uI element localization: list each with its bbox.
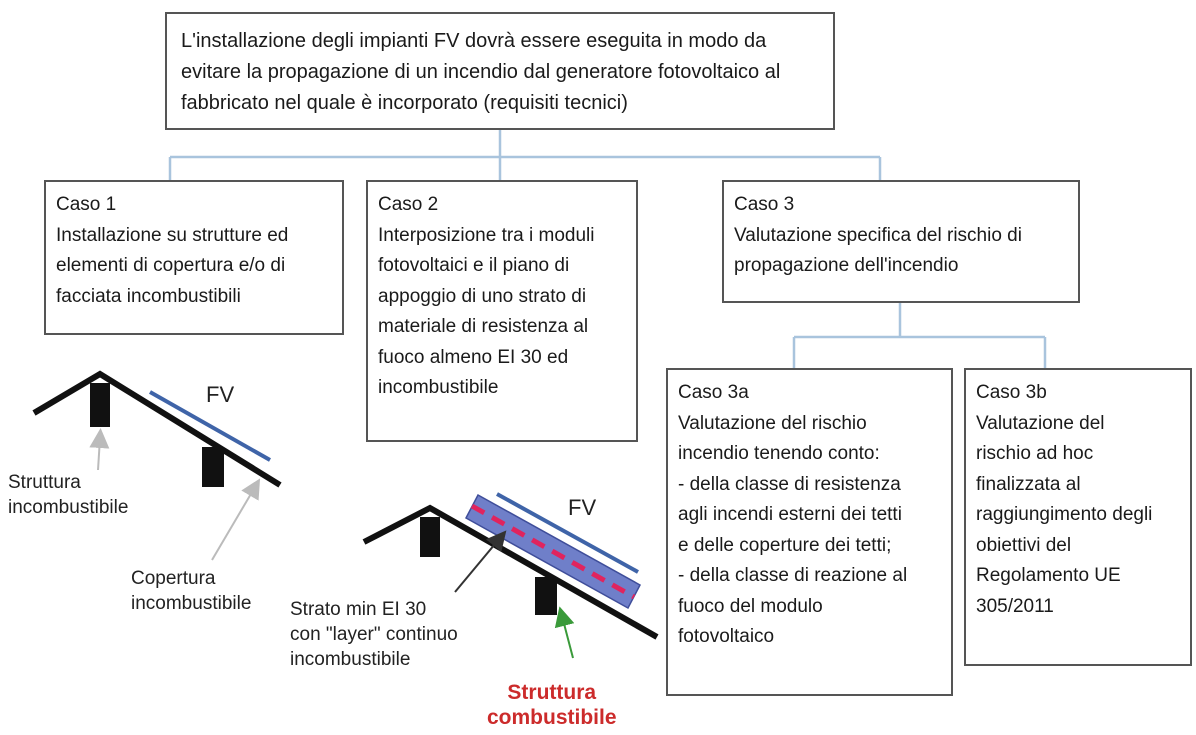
caso3a-line-7: fuoco del modulo [678,595,823,617]
right-fv-panel [496,492,639,574]
right-strato-line-3: incombustibile [290,649,411,670]
caso3-line-2: propagazione dell'incendio [734,255,959,276]
caso1-line-2: elementi di copertura e/o di [56,255,286,276]
caso3b-line-1: Valutazione del [976,412,1105,434]
right-strato-line-1: Strato min EI 30 [290,599,427,620]
caso2-line-4: materiale di resistenza al [378,316,589,337]
left-struttura-line-2: incombustibile [8,497,129,518]
right-roof-support-1 [420,517,440,557]
left-arrow-copertura [211,478,261,561]
caso2-line-1: Interposizione tra i moduli [378,224,595,246]
right-roof-drawing [362,492,659,659]
caso2-line-3: appoggio di uno strato di [378,285,587,307]
caso1-line-3: facciata incombustibili [56,285,241,307]
right-roof-line [362,504,659,640]
caso3a-box: Caso 3a Valutazione del rischio incendio… [666,368,953,696]
caso3a-line-5: e delle coperture dei tetti; [678,534,892,556]
left-roof-support-1 [90,383,110,427]
caso3b-line-7: 305/2011 [976,595,1054,617]
left-struttura-line-1: Struttura [8,472,81,493]
caso3b-line-6: Regolamento UE [976,565,1121,586]
caso3-box: Caso 3 Valutazione specifica del rischio… [722,180,1080,303]
left-roof-support-2 [202,447,224,487]
caso3a-line-2: incendio tenendo conto: [678,443,880,464]
caso3b-title: Caso 3b [976,382,1047,403]
left-roof-line [32,370,282,488]
right-combustibile-line-1: Struttura [507,681,597,704]
caso3b-box: Caso 3b Valutazione del rischio ad hoc f… [964,368,1192,666]
right-combustibile-line-2: combustibile [487,706,617,729]
caso1-box: Caso 1 Installazione su strutture ed ele… [44,180,344,335]
left-fv-panel [149,390,271,462]
caso3a-line-4: agli incendi esterni dei tetti [678,504,902,525]
top-line-3: fabbricato nel quale è incorporato (requ… [181,92,628,114]
caso3b-line-2: rischio ad hoc [976,443,1094,464]
right-arrow-strato [454,530,507,593]
caso3a-line-8: fotovoltaico [678,626,775,647]
caso3a-title: Caso 3a [678,382,749,403]
caso2-line-6: incombustibile [378,377,499,398]
caso3-title: Caso 3 [734,194,795,215]
right-roof-support-2 [535,577,557,615]
caso2-line-5: fuoco almeno EI 30 ed [378,346,569,368]
layer-dashed-line [470,503,636,600]
right-strato-label: Strato min EI 30 con "layer" continuo in… [290,597,458,672]
right-arrow-combustibile [554,606,575,659]
left-fv-label: FV [206,382,235,407]
caso2-box: Caso 2 Interposizione tra i moduli fotov… [366,180,638,442]
caso3a-line-6: - della classe di reazione al [678,565,908,586]
caso1-line-1: Installazione su strutture ed [56,224,289,246]
caso3-line-1: Valutazione specifica del rischio di [734,224,1022,246]
left-roof-drawing [32,370,282,561]
caso3b-line-5: obiettivi del [976,534,1072,556]
top-line-1: L'installazione degli impianti FV dovrà … [181,30,767,52]
caso3b-line-3: finalizzata al [976,473,1081,495]
caso3b-line-4: raggiungimento degli [976,504,1153,525]
caso3a-line-1: Valutazione del rischio [678,412,867,434]
right-strato-line-2: con "layer" continuo [290,624,458,645]
caso1-title: Caso 1 [56,194,117,215]
top-line-2: evitare la propagazione di un incendio d… [181,61,781,83]
right-fv-label: FV [568,495,597,520]
left-arrow-struttura [89,428,110,471]
left-copertura-line-2: incombustibile [131,593,252,614]
left-struttura-label: Struttura incombustibile [8,470,128,520]
right-combustibile-label: Struttura combustibile [487,680,617,730]
caso3a-line-3: - della classe di resistenza [678,473,901,495]
caso2-title: Caso 2 [378,194,439,215]
caso2-line-2: fotovoltaici e il piano di [378,255,570,276]
top-requirement-box: L'installazione degli impianti FV dovrà … [165,12,835,130]
left-copertura-label: Copertura incombustibile [131,566,251,616]
left-copertura-line-1: Copertura [131,568,216,589]
